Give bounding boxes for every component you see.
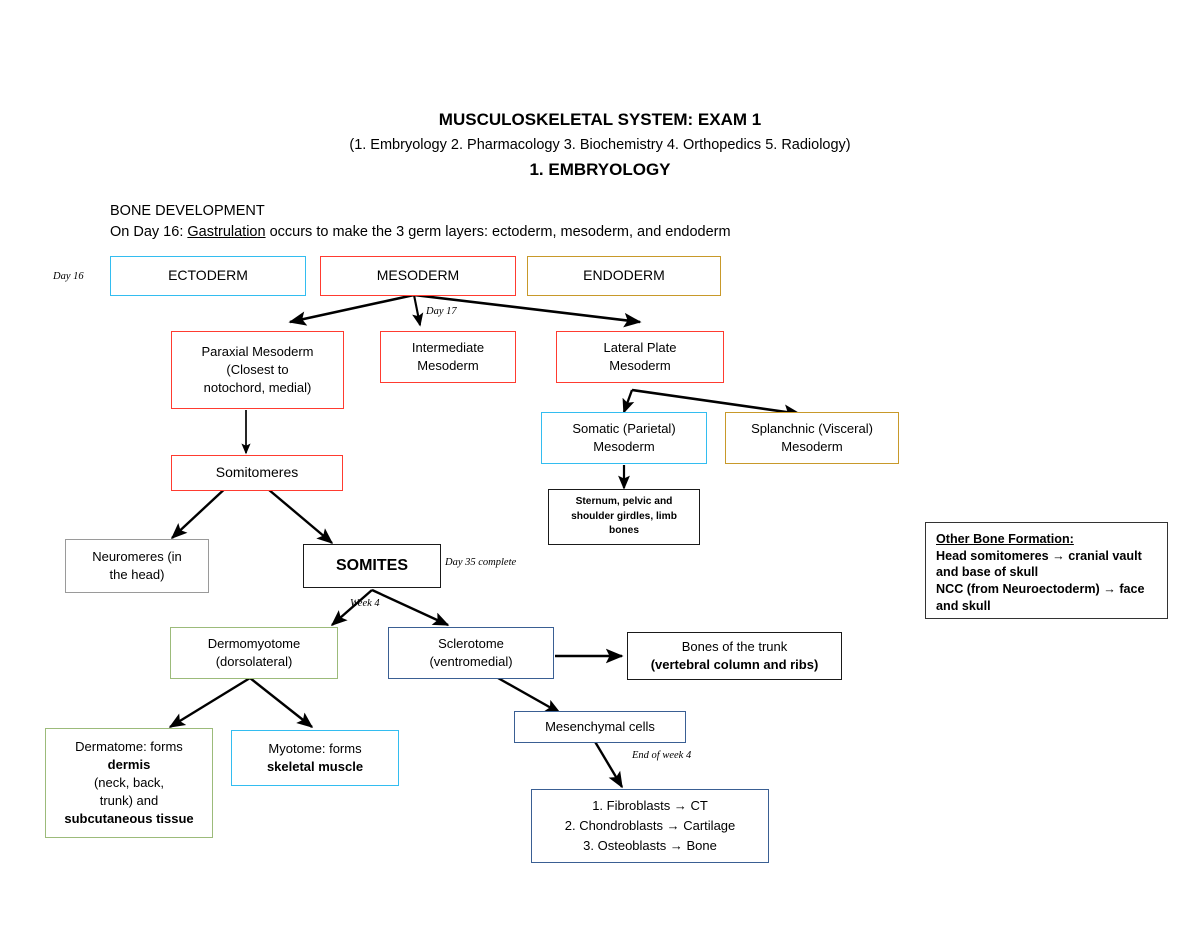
node-mesenchymal-label: Mesenchymal cells: [545, 719, 655, 735]
node-mesoderm-label: MESODERM: [376, 267, 460, 284]
node-paraxial-line1: Paraxial Mesoderm: [201, 344, 314, 360]
node-somitomeres-label: Somitomeres: [215, 464, 299, 481]
note-line3: NCC (from Neuroectoderm) → face: [936, 582, 1145, 597]
stage-label-day17: Day 17: [426, 306, 457, 317]
node-dermatome-line3: trunk) and: [99, 792, 159, 808]
page-subtitle: (1. Embryology 2. Pharmacology 3. Bioche…: [349, 137, 851, 153]
node-blasts-line1: 1. Fibroblasts → CT: [592, 797, 708, 813]
node-lateral-plate-mesoderm[interactable]: Lateral Plate Mesoderm: [556, 331, 724, 383]
node-lateral-line2: Mesoderm: [609, 358, 671, 373]
intro-sentence: On Day 16: Gastrulation occurs to make t…: [110, 224, 731, 240]
intro-prefix: On Day 16:: [110, 224, 188, 240]
node-splanchnic-line2: Mesoderm: [781, 439, 843, 454]
node-somitomeres[interactable]: Somitomeres: [171, 455, 343, 491]
node-somites[interactable]: SOMITES: [303, 544, 441, 588]
node-myotome-line1: Myotome: forms: [268, 741, 362, 757]
node-sternum-girdles[interactable]: Sternum, pelvic and shoulder girdles, li…: [548, 489, 700, 545]
intro-suffix: occurs to make the 3 germ layers: ectode…: [265, 224, 731, 240]
node-blasts-line3: 3. Osteoblasts → Bone: [583, 838, 717, 854]
node-dermomyotome-line1: Dermomyotome: [207, 636, 301, 652]
intro-underlined-term: Gastrulation: [187, 224, 266, 240]
node-myotome-line2: skeletal muscle: [266, 759, 364, 774]
node-intermediate-mesoderm[interactable]: Intermediate Mesoderm: [380, 331, 516, 383]
node-somites-label: SOMITES: [335, 556, 408, 574]
note-line1: Head somitomeres → cranial vault: [936, 548, 1142, 563]
other-bone-formation-note: Other Bone Formation: Head somitomeres →…: [925, 522, 1168, 619]
node-dermomyotome[interactable]: Dermomyotome (dorsolateral): [170, 627, 338, 679]
node-paraxial-line2: (Closest to: [226, 362, 289, 378]
node-paraxial-mesoderm[interactable]: Paraxial Mesoderm (Closest to notochord,…: [171, 331, 344, 409]
node-dermomyotome-line2: (dorsolateral): [215, 654, 293, 669]
section-heading: 1. EMBRYOLOGY: [529, 160, 671, 179]
node-sclerotome[interactable]: Sclerotome (ventromedial): [388, 627, 554, 679]
stage-label-day35: Day 35 complete: [445, 557, 517, 568]
node-bones-of-trunk[interactable]: Bones of the trunk (vertebral column and…: [627, 632, 842, 680]
stage-label-day16: Day 16: [53, 271, 84, 282]
note-line4: and skull: [936, 598, 991, 613]
node-ectoderm[interactable]: ECTODERM: [110, 256, 306, 296]
node-neuromeres-line1: Neuromeres (in: [92, 549, 182, 565]
node-dermatome[interactable]: Dermatome: forms dermis (neck, back, tru…: [45, 728, 213, 838]
node-sternum-line1: Sternum, pelvic and: [575, 495, 673, 507]
node-myotome[interactable]: Myotome: forms skeletal muscle: [231, 730, 399, 786]
node-blasts-line2: 2. Chondroblasts → Cartilage: [564, 817, 736, 833]
note-heading: Other Bone Formation:: [936, 532, 1074, 546]
node-endoderm-label: ENDODERM: [583, 267, 665, 284]
node-mesoderm[interactable]: MESODERM: [320, 256, 516, 296]
node-endoderm[interactable]: ENDODERM: [527, 256, 721, 296]
stage-label-week4: Week 4: [350, 598, 380, 609]
node-paraxial-line3: notochord, medial): [203, 379, 312, 395]
node-bones-trunk-line1: Bones of the trunk: [681, 639, 788, 655]
node-sclerotome-line2: (ventromedial): [429, 654, 513, 669]
node-splanchnic-line1: Splanchnic (Visceral): [751, 421, 873, 437]
node-neuromeres-line2: the head): [109, 567, 165, 582]
node-intermediate-line2: Mesoderm: [417, 358, 479, 373]
node-somatic-line1: Somatic (Parietal): [572, 421, 676, 437]
node-blast-differentiation[interactable]: 1. Fibroblasts → CT 2. Chondroblasts → C…: [531, 789, 769, 863]
node-neuromeres[interactable]: Neuromeres (in the head): [65, 539, 209, 593]
node-intermediate-line1: Intermediate: [411, 340, 485, 356]
node-bones-trunk-line2: (vertebral column and ribs): [650, 657, 819, 672]
node-dermatome-line2-rest: (neck, back,: [93, 775, 165, 791]
node-lateral-line1: Lateral Plate: [603, 340, 677, 356]
page-title: MUSCULOSKELETAL SYSTEM: EXAM 1: [438, 110, 762, 129]
node-dermatome-line1: Dermatome: forms: [75, 739, 183, 755]
node-sternum-line3: bones: [608, 525, 639, 537]
node-dermatome-line2: dermis (neck, back,: [94, 756, 164, 792]
note-line2: and base of skull: [936, 565, 1039, 580]
node-splanchnic-mesoderm[interactable]: Splanchnic (Visceral) Mesoderm: [725, 412, 899, 464]
node-sclerotome-line1: Sclerotome: [438, 636, 504, 652]
node-dermatome-line2-bold: dermis: [107, 757, 151, 773]
topic-heading: BONE DEVELOPMENT: [110, 203, 265, 219]
stage-label-end-week4: End of week 4: [632, 750, 692, 761]
node-mesenchymal-cells[interactable]: Mesenchymal cells: [514, 711, 686, 743]
node-sternum-line2: shoulder girdles, limb: [571, 510, 677, 522]
node-ectoderm-label: ECTODERM: [168, 267, 248, 284]
node-somatic-mesoderm[interactable]: Somatic (Parietal) Mesoderm: [541, 412, 707, 464]
node-somatic-line2: Mesoderm: [593, 439, 655, 454]
node-dermatome-line4: subcutaneous tissue: [64, 810, 194, 826]
